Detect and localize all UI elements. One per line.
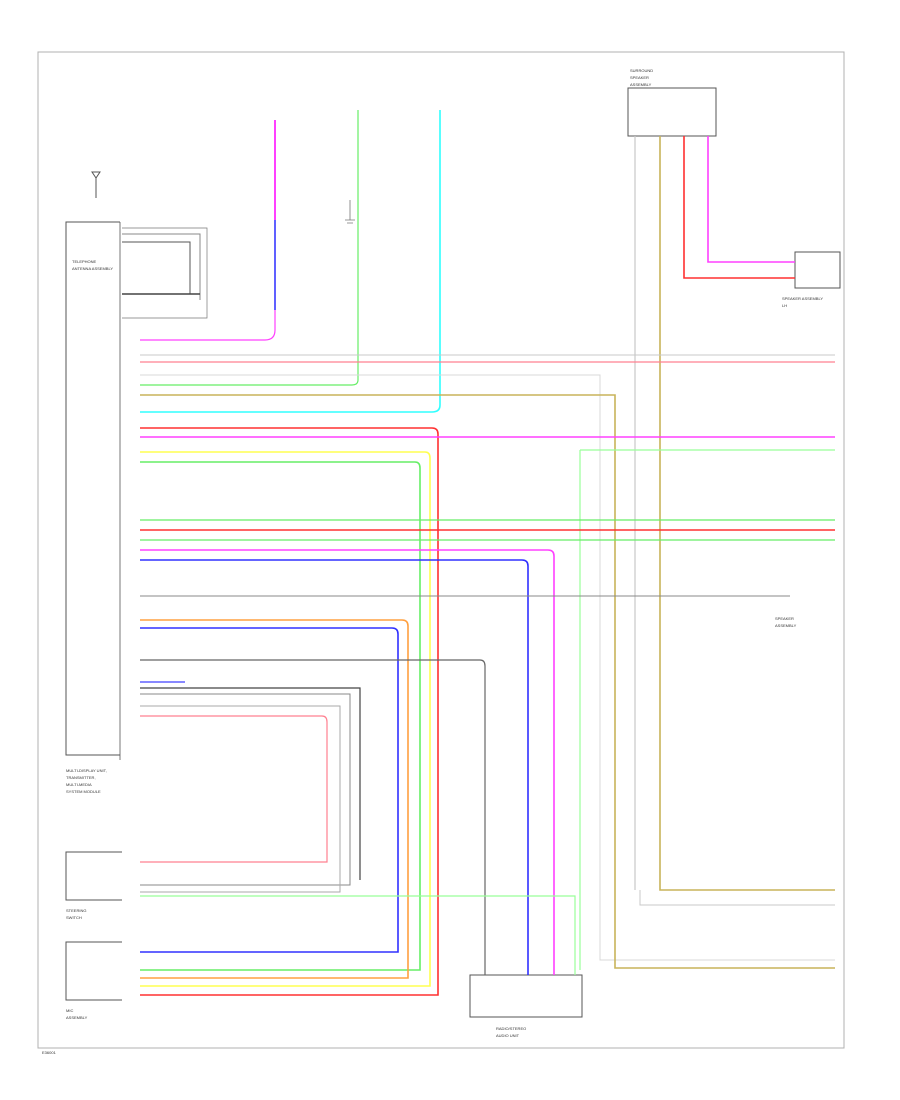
wire-tan-2 (140, 394, 835, 969)
label-main-unit-4: SYSTEM MODULE (66, 789, 101, 794)
label-tel-antenna-1: TELEPHONE (72, 259, 97, 264)
wire-magenta-down (140, 310, 276, 341)
label-surround-3: ASSEMBLY (630, 82, 652, 87)
wire-magenta-mid (140, 549, 555, 975)
surround-unit-box (627, 87, 717, 137)
wire-magenta-surround (707, 136, 795, 263)
wire-blue-mid (140, 559, 529, 975)
wire-orange-main (140, 619, 409, 979)
label-main-unit-1: MULTI-DISPLAY UNIT, (66, 768, 107, 773)
wire-gray-radio (140, 659, 486, 975)
wire-gray-right (639, 890, 835, 906)
wire-pink-steering (140, 715, 328, 863)
label-spk2-1: SPEAKER (775, 616, 794, 621)
wire-cyan-top (140, 110, 441, 413)
wire-lightgreen-steering (140, 895, 576, 975)
main-unit-box (65, 221, 120, 756)
label-main-unit-3: MULTI-MEDIA (66, 782, 92, 787)
wire-green-main (140, 461, 421, 971)
label-main-unit-2: TRANSMITTER, (66, 775, 96, 780)
antenna-icon (91, 171, 101, 198)
wire-lightgreen-long (579, 449, 835, 970)
label-surround-2: SPEAKER (630, 75, 649, 80)
label-radio-1: RADIO/STEREO (496, 1026, 526, 1031)
wire-red-surround (683, 136, 795, 279)
label-spk1-2: LH (782, 303, 787, 308)
label-radio-2: AUDIO UNIT (496, 1033, 520, 1038)
wire-gray-4 (140, 687, 361, 880)
wire-gray-6 (140, 705, 341, 893)
wire-yellow-main (140, 451, 431, 987)
label-surround-1: SURROUND (630, 68, 653, 73)
mic-box (65, 941, 122, 1001)
label-mic-1: MIC (66, 1008, 73, 1013)
wire-green-top (140, 110, 359, 386)
wire-gray-antenna-2 (122, 241, 191, 294)
label-mic-2: ASSEMBLY (66, 1015, 88, 1020)
wire-gray-5 (140, 693, 351, 886)
antenna-connector-box (122, 227, 208, 319)
figure-code: E36001 (42, 1050, 57, 1055)
speaker-lh-box (794, 251, 841, 289)
wire-tan-surround (659, 136, 835, 891)
ground-icon (345, 200, 355, 224)
wire-gray-antenna-1 (122, 233, 201, 300)
radio-unit-box (469, 974, 583, 1018)
label-spk2-2: ASSEMBLY (775, 623, 797, 628)
steering-switch-box (65, 851, 122, 901)
wire-blue-main (140, 627, 399, 953)
wire-gray-2 (140, 374, 835, 961)
label-steering-1: STEERING (66, 908, 86, 913)
label-spk1-1: SPEAKER ASSEMBLY (782, 296, 823, 301)
diagram-frame (37, 51, 845, 1049)
label-tel-antenna-2: ANTENNA ASSEMBLY (72, 266, 113, 271)
label-steering-2: SWITCH (66, 915, 82, 920)
wire-red-main (140, 427, 439, 996)
